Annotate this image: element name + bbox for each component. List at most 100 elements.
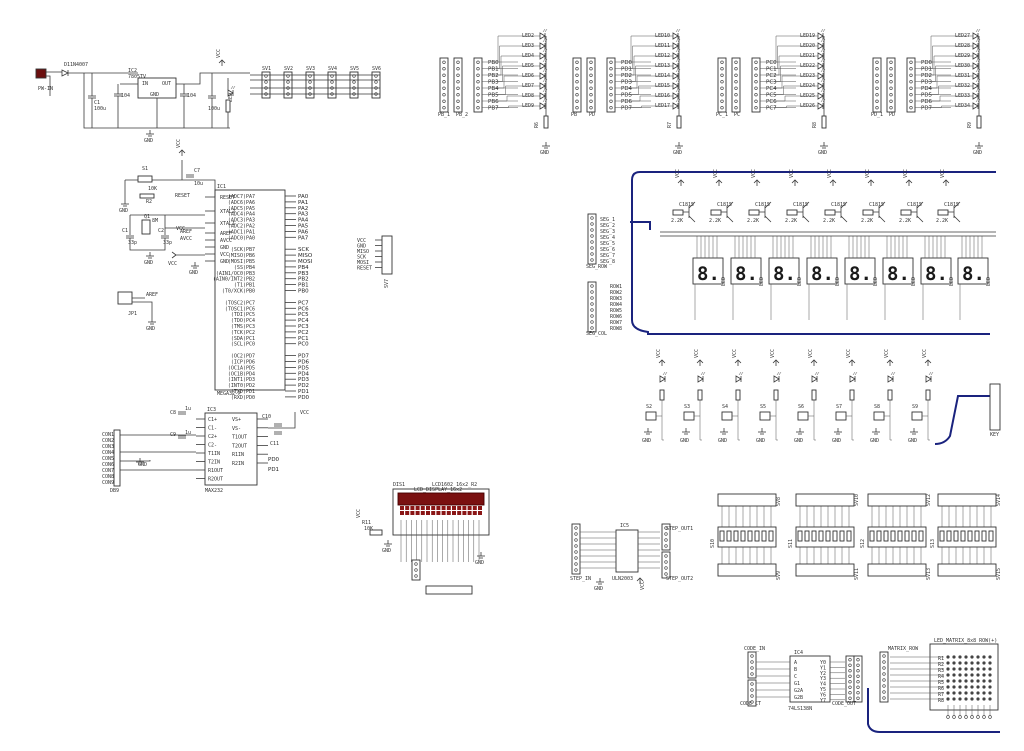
seg-col-pin: ROW6 bbox=[610, 314, 622, 320]
digit-transistor-label: C1815 bbox=[793, 202, 808, 208]
dip-toggle bbox=[890, 530, 896, 542]
dip-top-label: SV14 bbox=[996, 494, 1002, 506]
led-wire bbox=[929, 55, 973, 76]
key-led-rays bbox=[890, 371, 896, 376]
header-pin bbox=[609, 73, 613, 77]
led-wire bbox=[929, 35, 973, 63]
lcd-cell bbox=[478, 506, 482, 510]
header-pin bbox=[856, 691, 860, 695]
dip-toggle bbox=[811, 530, 817, 542]
led-rays bbox=[542, 68, 548, 73]
led bbox=[817, 92, 824, 100]
seven-segment-value: 8. bbox=[697, 263, 720, 285]
led bbox=[672, 62, 679, 70]
lcd-cell bbox=[426, 511, 430, 515]
led-rays bbox=[820, 38, 826, 43]
mcu-net-label: PD3 bbox=[298, 377, 310, 383]
gnd-label: GND bbox=[540, 150, 549, 156]
header-pin bbox=[575, 67, 579, 71]
vcc-label: VCC bbox=[770, 349, 776, 358]
lcd-cell bbox=[410, 511, 415, 515]
seg-col-conn-label: SEG_COL bbox=[586, 331, 607, 337]
led-rays bbox=[542, 28, 548, 33]
seven-segment-section: VCC2.2KC18158.LEDVCC2.2KC18158.LEDVCC2.2… bbox=[586, 169, 996, 337]
header-pin bbox=[750, 666, 754, 670]
led-rays bbox=[975, 88, 981, 93]
led-bank-conn-b: PB_2 bbox=[456, 112, 468, 118]
sv-label: SV5 bbox=[350, 66, 359, 72]
header-pin bbox=[575, 80, 579, 84]
step-in-label: STEP_IN bbox=[570, 576, 591, 582]
cap-ref: C1 bbox=[94, 100, 100, 106]
matrix-led bbox=[952, 661, 956, 665]
lcd-cell bbox=[431, 506, 436, 510]
max232-pin-r: VS+ bbox=[232, 417, 241, 423]
header-pin bbox=[476, 80, 480, 84]
led-rays bbox=[675, 28, 681, 33]
led bbox=[817, 62, 824, 70]
seg-row-bus bbox=[630, 221, 651, 230]
dip-toggle bbox=[719, 530, 725, 542]
dip-bottom-header bbox=[867, 563, 927, 577]
mcu-right-pin: (INT0)PD2 bbox=[228, 383, 255, 389]
led-bank-net: PD5 bbox=[621, 93, 633, 99]
decoder-pin-r: Y5 bbox=[820, 687, 826, 693]
led-bank-net: PC1 bbox=[766, 67, 777, 73]
digit-resistor bbox=[672, 209, 684, 216]
led-bank-net: PC0 bbox=[766, 60, 777, 66]
header-pin bbox=[442, 106, 446, 110]
matrix-led bbox=[946, 667, 950, 671]
header-pin bbox=[589, 99, 593, 103]
cap-value: 100u bbox=[208, 106, 220, 112]
header-pin bbox=[590, 222, 594, 226]
step-out2-header bbox=[661, 551, 671, 579]
lcd-pot-value: 10K bbox=[364, 526, 373, 532]
lcd-cell bbox=[457, 506, 462, 510]
power-led-resistor bbox=[225, 99, 231, 113]
mcu-net-label: PC6 bbox=[298, 306, 309, 312]
dip-toggle bbox=[981, 530, 987, 542]
mcu-net-label: PC4 bbox=[298, 318, 309, 324]
digit-resistor bbox=[748, 209, 760, 216]
decoder-chip bbox=[789, 655, 831, 703]
regulator-gnd-label: GND bbox=[150, 92, 159, 98]
header-pin bbox=[414, 574, 418, 578]
dip-toggle bbox=[804, 530, 810, 542]
header-pin bbox=[882, 690, 886, 694]
power-jack bbox=[35, 68, 47, 79]
dip-toggle bbox=[988, 530, 994, 542]
key-gnd-label: GND bbox=[908, 438, 917, 444]
key-led-rays bbox=[776, 371, 782, 376]
matrix-led bbox=[964, 679, 968, 683]
dip-toggle bbox=[904, 530, 910, 542]
led bbox=[539, 42, 546, 50]
header-pin bbox=[664, 544, 668, 548]
led-wire bbox=[929, 105, 973, 108]
dip-toggle bbox=[832, 530, 838, 542]
header-pin bbox=[456, 67, 460, 71]
digit-resistor-value: 2.2K bbox=[709, 218, 721, 224]
mcu-right-pin: (TDO)PC4 bbox=[231, 318, 255, 324]
header-pin bbox=[909, 86, 913, 90]
header-pin bbox=[909, 80, 913, 84]
dip-toggle bbox=[733, 530, 739, 542]
led bbox=[972, 102, 979, 110]
db9-pin-label: CON3 bbox=[102, 444, 114, 450]
key-label: S9 bbox=[912, 404, 918, 410]
wire bbox=[129, 238, 166, 251]
mcu-right-pin: (SCK)PB7 bbox=[231, 247, 255, 253]
mcu-net-label: PC1 bbox=[298, 336, 309, 342]
vcc-arrow bbox=[772, 359, 780, 364]
matrix-led bbox=[964, 673, 968, 677]
seven-segment-digit bbox=[882, 257, 914, 285]
header-pin bbox=[889, 106, 893, 110]
gnd-label: GND bbox=[818, 150, 827, 156]
vcc-label: VCC bbox=[176, 139, 182, 148]
led-bank-header bbox=[453, 57, 463, 113]
header-pin bbox=[889, 99, 893, 103]
step-out1-header bbox=[661, 523, 671, 551]
led-bank-header bbox=[439, 57, 449, 113]
led bbox=[539, 92, 546, 100]
led-bank-net: PD2 bbox=[621, 73, 632, 79]
